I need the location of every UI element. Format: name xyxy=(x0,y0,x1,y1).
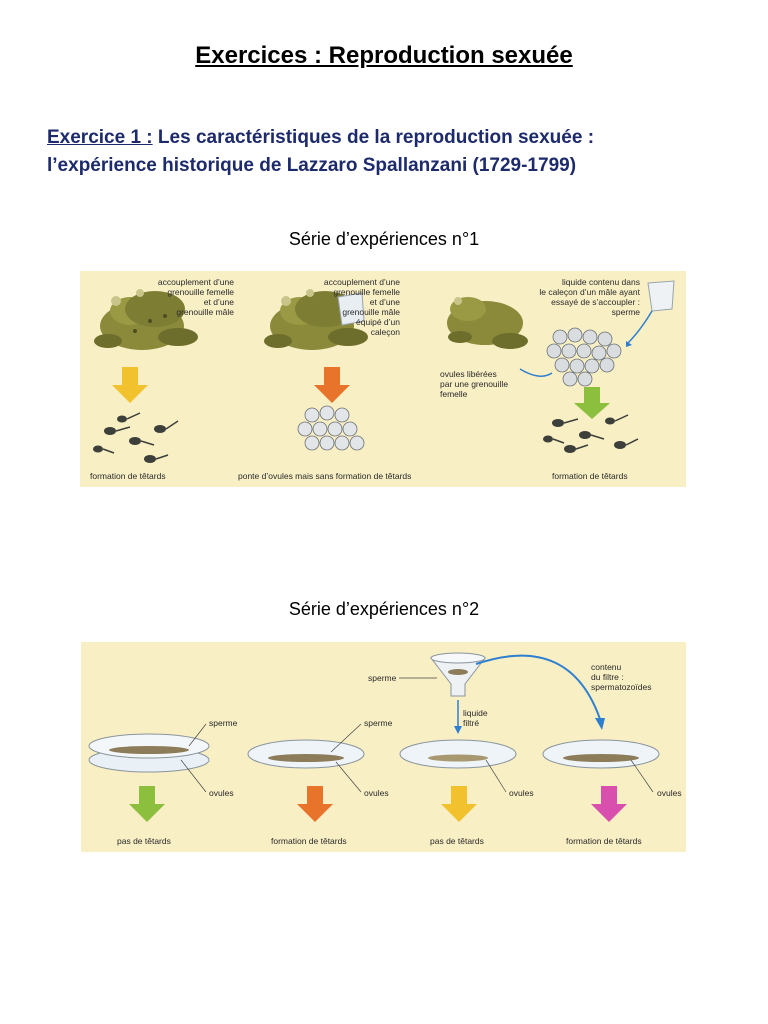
arrow-dish-2 xyxy=(297,786,333,822)
series1-title: Série d’expériences n°1 xyxy=(288,229,480,249)
exp1-caption-line: et d’une xyxy=(203,297,234,307)
filter-content-label: contenu du filtre : spermatozoïdes xyxy=(591,662,651,692)
filter-content-line: contenu xyxy=(591,662,622,672)
exercise-title-line1: Les caractéristiques de la reproduction … xyxy=(152,127,595,148)
exercise-title-line2: l’expérience historique de Lazzaro Spall… xyxy=(47,155,577,176)
exp3-ovules-line: par une grenouille xyxy=(440,379,509,389)
dish4-result: formation de têtards xyxy=(566,836,642,846)
dish1-sperme-label: sperme xyxy=(209,718,238,728)
arrow-dish-1 xyxy=(129,786,165,822)
dish4-ovules-label: ovules xyxy=(657,788,682,798)
exp2-caption-line: caleçon xyxy=(370,327,400,337)
frog-pair-1 xyxy=(94,289,198,350)
dish-3 xyxy=(399,739,517,793)
series2-figure: sperme liquide filtré contenu du filtre … xyxy=(81,642,686,852)
liquide-filtre-label: liquide filtré xyxy=(463,708,488,728)
arrow-1 xyxy=(112,367,148,403)
exp1-caption-line: grenouille femelle xyxy=(167,287,234,297)
dish1-ovules-label: ovules xyxy=(209,788,234,798)
series2-illustration xyxy=(88,652,660,822)
exp2-caption: accouplement d’une grenouille femelle et… xyxy=(312,277,400,337)
exp3-caption-line: sperme xyxy=(611,307,640,317)
liquide-filtre-line: filtré xyxy=(463,718,480,728)
exp2-caption-line: grenouille femelle xyxy=(333,287,400,297)
arrow-dish-3 xyxy=(441,786,477,822)
series1-illustration xyxy=(93,280,675,463)
filter-content-line: spermatozoïdes xyxy=(591,682,652,692)
dish2-ovules-label: ovules xyxy=(364,788,389,798)
tadpoles-1 xyxy=(93,412,179,463)
dish3-ovules-label: ovules xyxy=(509,788,534,798)
exp3-result: formation de têtards xyxy=(552,471,628,481)
exp3-ovules-line: ovules libérées xyxy=(440,369,497,379)
arrow-3 xyxy=(574,387,610,419)
funnel xyxy=(399,652,605,734)
exp3-caption: liquide contenu dans le caleçon d’un mâl… xyxy=(518,277,640,317)
exp3-ovules-line: femelle xyxy=(440,389,468,399)
dish2-sperme-label: sperme xyxy=(364,718,393,728)
exp1-caption-line: grenouille mâle xyxy=(176,307,234,317)
exp2-caption-line: accouplement d’une xyxy=(323,277,400,287)
exp2-caption-line: et d’une xyxy=(369,297,400,307)
liquide-filtre-line: liquide xyxy=(463,708,488,718)
exp2-caption-line: équipé d’un xyxy=(356,317,400,327)
exercise-heading: Exercice 1 : Les caractéristiques de la … xyxy=(47,124,727,180)
dish-1 xyxy=(88,723,210,793)
series2-title: Série d’expériences n°2 xyxy=(288,599,480,619)
frog-3 xyxy=(447,297,528,349)
page-title: Exercices : Reproduction sexuée xyxy=(195,42,573,69)
exp2-result: ponte d’ovules mais sans formation de tê… xyxy=(238,471,412,481)
exp3-ovules-label: ovules libérées par une grenouille femel… xyxy=(440,369,508,399)
dish1-result: pas de têtards xyxy=(117,836,171,846)
exp1-caption-line: accouplement d’une xyxy=(157,277,234,287)
dish-4 xyxy=(542,739,660,793)
exercise-label: Exercice 1 : xyxy=(47,127,153,148)
series1-figure: accouplement d’une grenouille femelle et… xyxy=(80,271,686,487)
arrow-2 xyxy=(314,367,350,403)
exp3-caption-line: essayé de s’accoupler : xyxy=(551,297,640,307)
filter-content-line: du filtre : xyxy=(591,672,624,682)
frog-pair-2 xyxy=(264,289,368,350)
boxer-cup xyxy=(626,280,675,347)
funnel-sperme-label: sperme xyxy=(368,673,397,683)
exp2-caption-line: grenouille mâle xyxy=(342,307,400,317)
exp1-result: formation de têtards xyxy=(90,471,166,481)
exp3-caption-line: liquide contenu dans xyxy=(562,277,640,287)
dish-2 xyxy=(247,723,365,793)
tadpoles-3 xyxy=(543,414,639,453)
ovules-pointer xyxy=(519,368,553,377)
egg-mass-3 xyxy=(546,327,622,387)
egg-mass-2 xyxy=(297,405,365,451)
exp1-caption: accouplement d’une grenouille femelle et… xyxy=(152,277,234,317)
dish2-result: formation de têtards xyxy=(271,836,347,846)
arrow-dish-4 xyxy=(591,786,627,822)
exp3-caption-line: le caleçon d’un mâle ayant xyxy=(539,287,640,297)
dish3-result: pas de têtards xyxy=(430,836,484,846)
